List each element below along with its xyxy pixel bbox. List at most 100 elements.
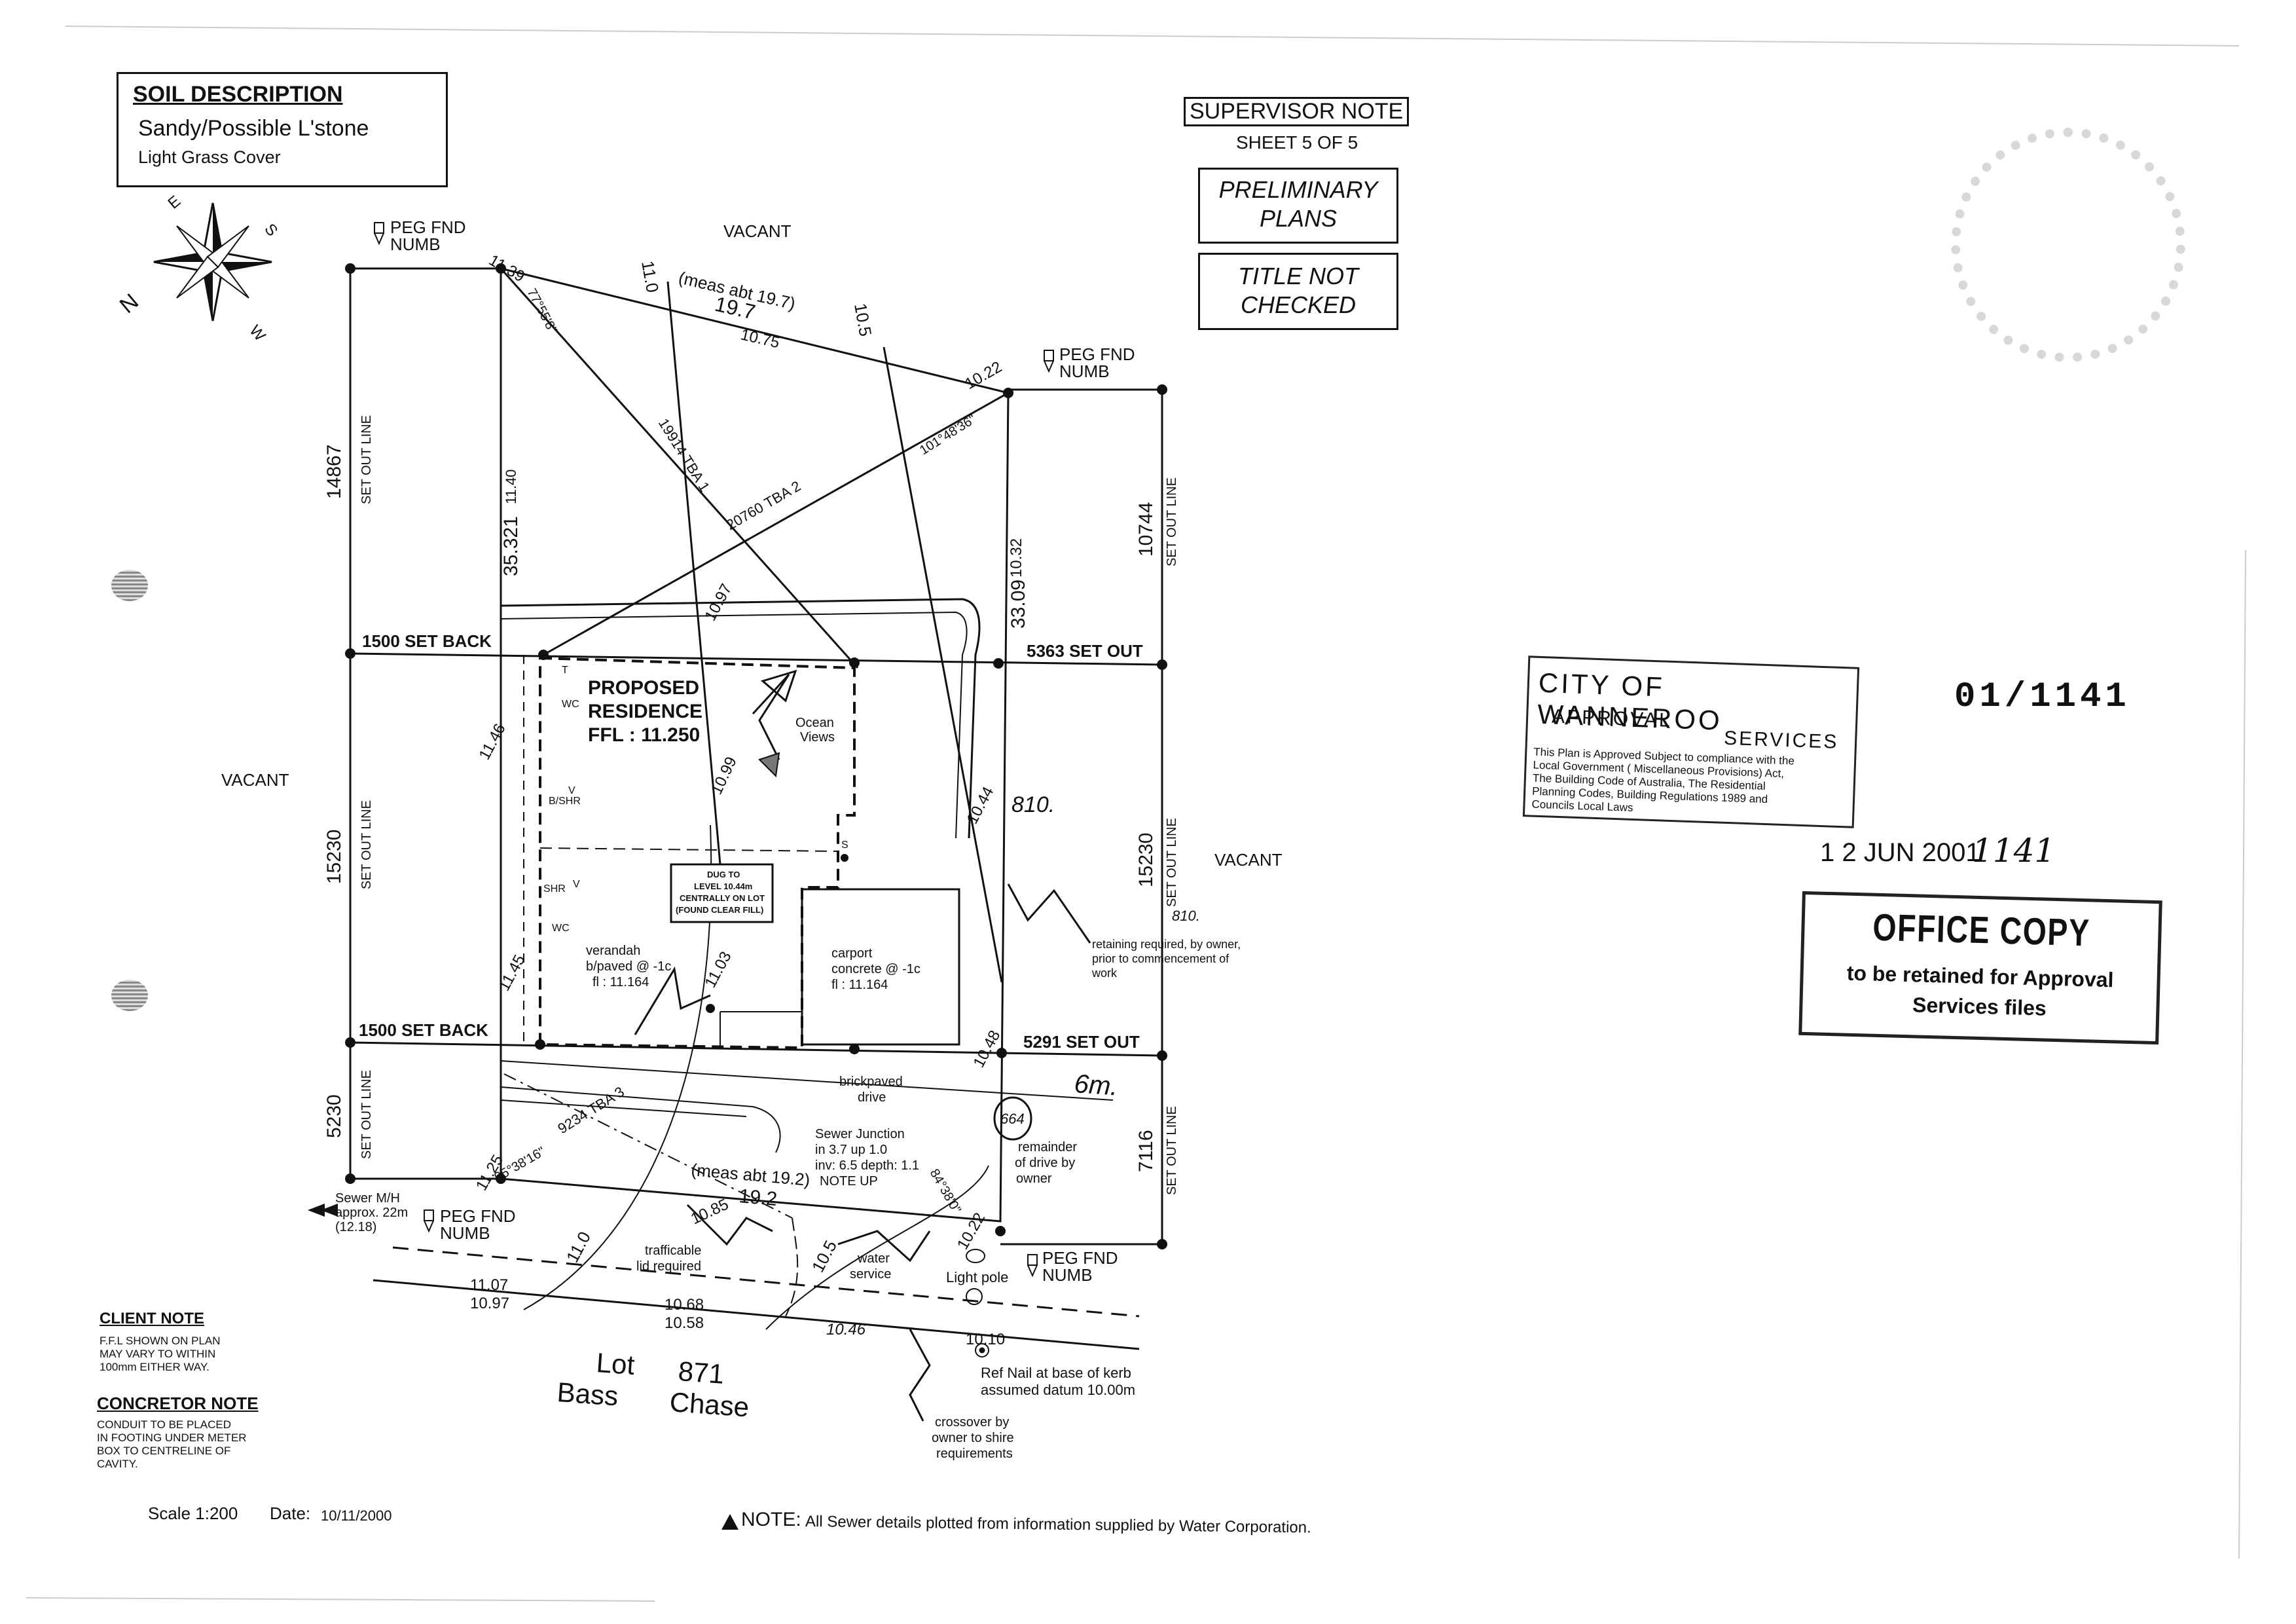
level-18: 11.0: [562, 1228, 594, 1266]
scale-label: Scale 1:200: [148, 1504, 238, 1523]
note-label: NOTE:: [741, 1509, 801, 1530]
dug-3: CENTRALLY ON LOT: [680, 893, 765, 903]
retaining-1: retaining required, by owner,: [1092, 938, 1241, 951]
concretor-note-4: CAVITY.: [97, 1458, 138, 1470]
set-out-line-l1: SET OUT LINE: [359, 415, 374, 504]
set-out-line-l2: SET OUT LINE: [359, 800, 374, 889]
verandah-2: b/paved @ -1c: [586, 959, 671, 974]
tba-3: 9234 TBA 3: [555, 1083, 627, 1137]
set-out-top: 5363 SET OUT: [1027, 641, 1143, 661]
peg-bl-2: NUMB: [440, 1223, 490, 1243]
dim-left-3: 5230: [323, 1094, 345, 1138]
title-not-line-1: TITLE NOT: [1237, 263, 1358, 289]
set-out-line-r3: SET OUT LINE: [1165, 1106, 1179, 1195]
water-1: water: [857, 1251, 890, 1266]
fixture-bshr: B/SHR: [549, 796, 581, 807]
verandah-3: fl : 11.164: [592, 975, 649, 989]
sewer-junction-1: Sewer Junction: [815, 1127, 905, 1141]
fixture-t: T: [562, 665, 568, 676]
fixture-wc: WC: [562, 699, 579, 710]
soil-heading: SOIL DESCRIPTION: [133, 82, 343, 107]
peg-br-2: NUMB: [1042, 1265, 1093, 1285]
set-back-top: 1500 SET BACK: [362, 631, 492, 651]
concretor-note-3: BOX TO CENTRELINE OF: [97, 1445, 231, 1457]
title-not-line-2: CHECKED: [1240, 291, 1357, 318]
retaining-2: prior to commencement of: [1092, 952, 1230, 965]
remainder-2: of drive by: [1015, 1156, 1075, 1170]
angle-4: 84°38'0": [927, 1167, 964, 1217]
street-type: Chase: [668, 1386, 750, 1422]
brickpaved-1: brickpaved: [839, 1075, 903, 1089]
level-25: 10.46: [826, 1321, 866, 1338]
compass-e: E: [165, 193, 185, 213]
soil-line-1: Sandy/Possible L'stone: [138, 116, 369, 141]
date-label: Date:: [270, 1504, 311, 1523]
level-16: 10.85: [688, 1196, 731, 1228]
council-handwritten-number: 1141: [1972, 832, 2056, 870]
crossover-2: owner to shire: [932, 1431, 1014, 1445]
dim-right-2: 15230: [1135, 833, 1157, 887]
vacant-left: VACANT: [221, 770, 289, 790]
level-17: 10.22: [954, 1209, 989, 1253]
level-2: 11.0: [638, 259, 663, 294]
peg-tl-2: NUMB: [390, 234, 441, 254]
compass-w: W: [246, 322, 268, 345]
residence-line-2: RESIDENCE: [588, 701, 702, 722]
boundary-bottom-len: 19.2: [738, 1185, 778, 1210]
peg-tl-1: PEG FND: [390, 217, 466, 237]
level-1: 11.39: [486, 251, 528, 286]
sewer-mh-2: approx. 22m: [335, 1206, 408, 1220]
client-note-heading: CLIENT NOTE: [100, 1310, 204, 1327]
water-2: service: [850, 1267, 891, 1282]
vacant-right: VACANT: [1214, 850, 1283, 870]
punch-hole-top: [111, 570, 148, 601]
compass-rose-icon: N E S W: [115, 193, 282, 345]
tba-1: 19914 TBA 1: [655, 415, 713, 494]
supervisor-note-heading: SUPERVISOR NOTE: [1184, 97, 1410, 126]
street-name: Bass: [556, 1376, 619, 1411]
hand-810b: 810.: [1172, 908, 1200, 924]
level-8: 10.32: [1008, 538, 1025, 578]
sewer-mh-3: (12.18): [335, 1220, 376, 1234]
peg-tr-2: NUMB: [1059, 361, 1110, 381]
level-19: 10.5: [808, 1237, 841, 1276]
preliminary-line-2: PLANS: [1259, 205, 1338, 232]
concretor-note-heading: CONCRETOR NOTE: [97, 1393, 259, 1413]
punch-hole-bottom: [111, 980, 148, 1011]
council-reference-number: 01/1141: [1954, 677, 2130, 717]
hand-664: 664: [1000, 1111, 1025, 1127]
angle-1: 77°55'8": [524, 286, 560, 336]
lot-number: 871: [677, 1356, 725, 1390]
level-4: 10.5: [850, 302, 875, 338]
tba-2: 20760 TBA 2: [723, 477, 803, 533]
side-left-len: 35.321: [500, 516, 522, 576]
peg-tr-1: PEG FND: [1059, 344, 1135, 364]
verandah-1: verandah: [586, 944, 640, 958]
level-22: 10.68: [665, 1296, 704, 1314]
client-note-3: 100mm EITHER WAY.: [100, 1361, 210, 1373]
soil-line-2: Light Grass Cover: [138, 147, 281, 167]
ocean-1: Ocean: [795, 716, 834, 730]
trafficable-1: trafficable: [645, 1244, 701, 1258]
set-out-line-r2: SET OUT LINE: [1165, 818, 1179, 907]
retaining-3: work: [1091, 967, 1118, 980]
set-back-bottom: 1500 SET BACK: [359, 1020, 488, 1040]
sewer-junction-2: in 3.7 up 1.0: [815, 1143, 887, 1157]
compass-n: N: [115, 289, 143, 318]
dug-1: DUG TO: [707, 870, 740, 879]
fixture-shr: SHR: [543, 883, 566, 895]
council-date-stamp: 1 2 JUN 2001: [1820, 838, 1980, 867]
hand-6m: 6m.: [1073, 1069, 1119, 1101]
dim-right-1: 10744: [1135, 502, 1157, 557]
light-pole: Light pole: [946, 1269, 1008, 1285]
dug-2: LEVEL 10.44m: [694, 881, 752, 891]
vacant-top: VACANT: [723, 221, 792, 241]
hand-810: 810.: [1011, 792, 1055, 817]
carport-outline: [801, 888, 960, 1046]
peg-br-1: PEG FND: [1042, 1248, 1118, 1268]
fixture-v1: V: [568, 785, 575, 796]
fixture-v2: V: [573, 879, 580, 890]
supervisor-sheet: SHEET 5 OF 5: [1236, 132, 1358, 153]
ref-nail-2: assumed datum 10.00m: [981, 1382, 1135, 1398]
